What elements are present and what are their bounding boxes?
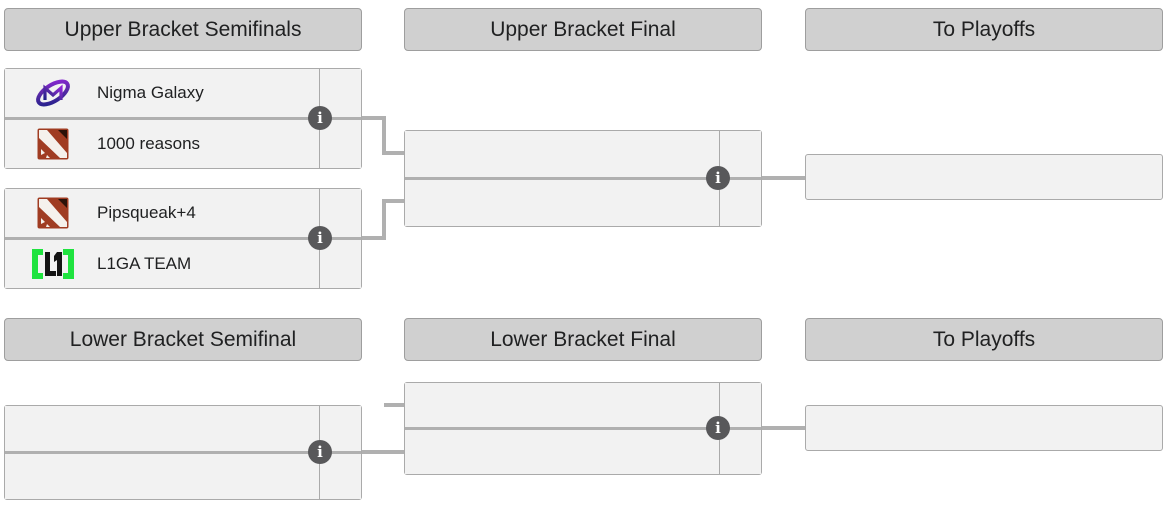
match-upper-semifinal-1: Nigma Galaxy 1000 reasons — [4, 68, 362, 169]
match-lower-bracket-final — [404, 382, 762, 475]
bracket-connector — [362, 236, 386, 240]
team-row — [405, 383, 761, 427]
header-lower-bracket-final: Lower Bracket Final — [404, 318, 762, 361]
bracket-connector — [382, 199, 386, 240]
team-row[interactable]: Nigma Galaxy — [5, 69, 361, 117]
row-divider — [5, 237, 361, 240]
match-upper-semifinal-2: Pipsqueak+4 L1GA TEAM — [4, 188, 362, 289]
team-name[interactable]: Nigma Galaxy — [97, 83, 204, 102]
row-divider — [405, 427, 761, 430]
team-row — [5, 406, 361, 451]
row-divider — [405, 177, 761, 180]
match-info-icon[interactable]: i — [308, 440, 332, 464]
match-info-icon[interactable]: i — [706, 416, 730, 440]
team-row[interactable]: 1000 reasons — [5, 120, 361, 168]
nigma-galaxy-logo-icon[interactable] — [31, 75, 75, 111]
team-row — [405, 180, 761, 226]
bracket-connector — [384, 403, 404, 407]
playoff-slot-lower — [805, 405, 1163, 451]
dota2-logo-icon[interactable] — [31, 128, 75, 160]
match-info-icon[interactable]: i — [308, 226, 332, 250]
team-row[interactable]: Pipsqueak+4 — [5, 189, 361, 237]
row-divider — [5, 451, 361, 454]
team-row — [5, 454, 361, 499]
header-to-playoffs-lower: To Playoffs — [805, 318, 1163, 361]
team-row — [405, 131, 761, 177]
bracket-connector — [762, 426, 805, 430]
bracket-connector — [382, 151, 404, 155]
team-row[interactable]: L1GA TEAM — [5, 240, 361, 288]
match-upper-bracket-final — [404, 130, 762, 227]
bracket-connector — [382, 199, 404, 203]
bracket-connector — [762, 176, 805, 180]
bracket-connector — [362, 450, 404, 454]
playoff-slot-upper — [805, 154, 1163, 200]
bracket-connector — [382, 116, 386, 155]
match-lower-bracket-semifinal — [4, 405, 362, 500]
header-lower-bracket-semifinal: Lower Bracket Semifinal — [4, 318, 362, 361]
header-upper-bracket-final: Upper Bracket Final — [404, 8, 762, 51]
bracket-connector — [362, 116, 386, 120]
header-upper-bracket-semifinals: Upper Bracket Semifinals — [4, 8, 362, 51]
match-info-icon[interactable]: i — [706, 166, 730, 190]
team-name[interactable]: L1GA TEAM — [97, 254, 192, 273]
team-name[interactable]: Pipsqueak+4 — [97, 203, 196, 222]
dota2-logo-icon[interactable] — [31, 197, 75, 229]
row-divider — [5, 117, 361, 120]
team-row — [405, 430, 761, 474]
match-info-icon[interactable]: i — [308, 106, 332, 130]
header-to-playoffs-upper: To Playoffs — [805, 8, 1163, 51]
l1ga-team-logo-icon[interactable] — [31, 249, 75, 279]
team-name[interactable]: 1000 reasons — [97, 134, 201, 153]
